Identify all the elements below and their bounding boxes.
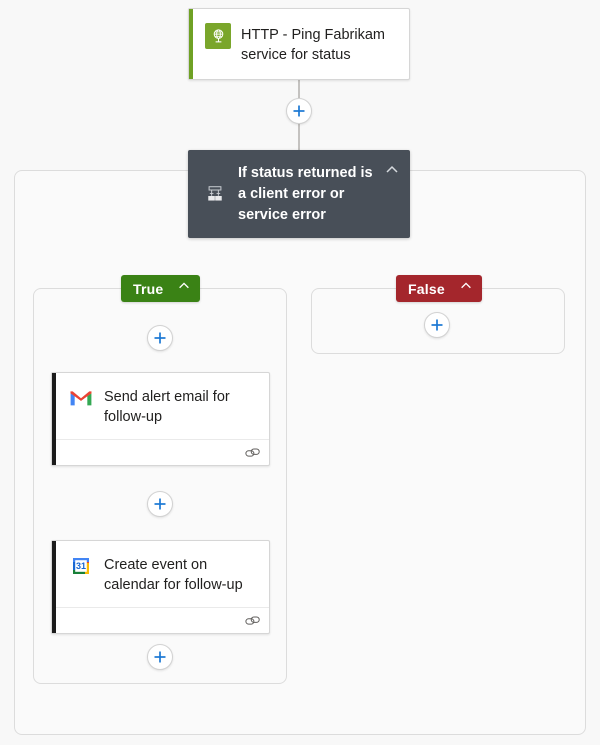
connection-icon[interactable] xyxy=(245,614,261,628)
node-send-email[interactable]: Send alert email for follow-up xyxy=(51,372,270,466)
node-condition[interactable]: If status returned is a client error or … xyxy=(188,150,410,238)
branch-label-false: False xyxy=(408,280,445,297)
add-step-after-trigger-button[interactable] xyxy=(286,98,312,124)
branch-label-true: True xyxy=(133,280,164,297)
node-create-event[interactable]: 31 Create event on calendar for follow-u… xyxy=(51,540,270,634)
connection-icon[interactable] xyxy=(245,446,261,460)
chevron-up-icon[interactable] xyxy=(384,162,400,178)
node-accent-bar xyxy=(52,541,56,633)
node-send-email-footer xyxy=(52,439,269,466)
node-http-body: HTTP - Ping Fabrikam service for status xyxy=(189,9,409,79)
node-send-email-body: Send alert email for follow-up xyxy=(52,373,269,439)
add-step-true-branch-top-button[interactable] xyxy=(147,325,173,351)
svg-text:31: 31 xyxy=(76,561,86,571)
google-calendar-icon: 31 xyxy=(68,553,94,579)
branch-badge-false[interactable]: False xyxy=(396,275,482,302)
condition-icon xyxy=(202,181,228,207)
http-globe-icon xyxy=(205,23,231,49)
node-create-event-body: 31 Create event on calendar for follow-u… xyxy=(52,541,269,607)
add-step-true-branch-bottom-button[interactable] xyxy=(147,644,173,670)
node-create-event-title: Create event on calendar for follow-up xyxy=(104,557,243,593)
node-http-title: HTTP - Ping Fabrikam service for status xyxy=(241,27,385,63)
add-step-false-branch-button[interactable] xyxy=(424,312,450,338)
add-step-true-branch-middle-button[interactable] xyxy=(147,491,173,517)
node-create-event-footer xyxy=(52,607,269,634)
node-http-trigger[interactable]: HTTP - Ping Fabrikam service for status xyxy=(188,8,410,80)
node-send-email-title: Send alert email for follow-up xyxy=(104,389,230,425)
gmail-icon xyxy=(68,385,94,411)
node-accent-bar xyxy=(52,373,56,465)
node-accent-bar xyxy=(189,9,193,79)
node-condition-title: If status returned is a client error or … xyxy=(238,164,373,223)
chevron-up-icon[interactable] xyxy=(459,279,473,298)
chevron-up-icon[interactable] xyxy=(177,279,191,298)
branch-badge-true[interactable]: True xyxy=(121,275,201,302)
